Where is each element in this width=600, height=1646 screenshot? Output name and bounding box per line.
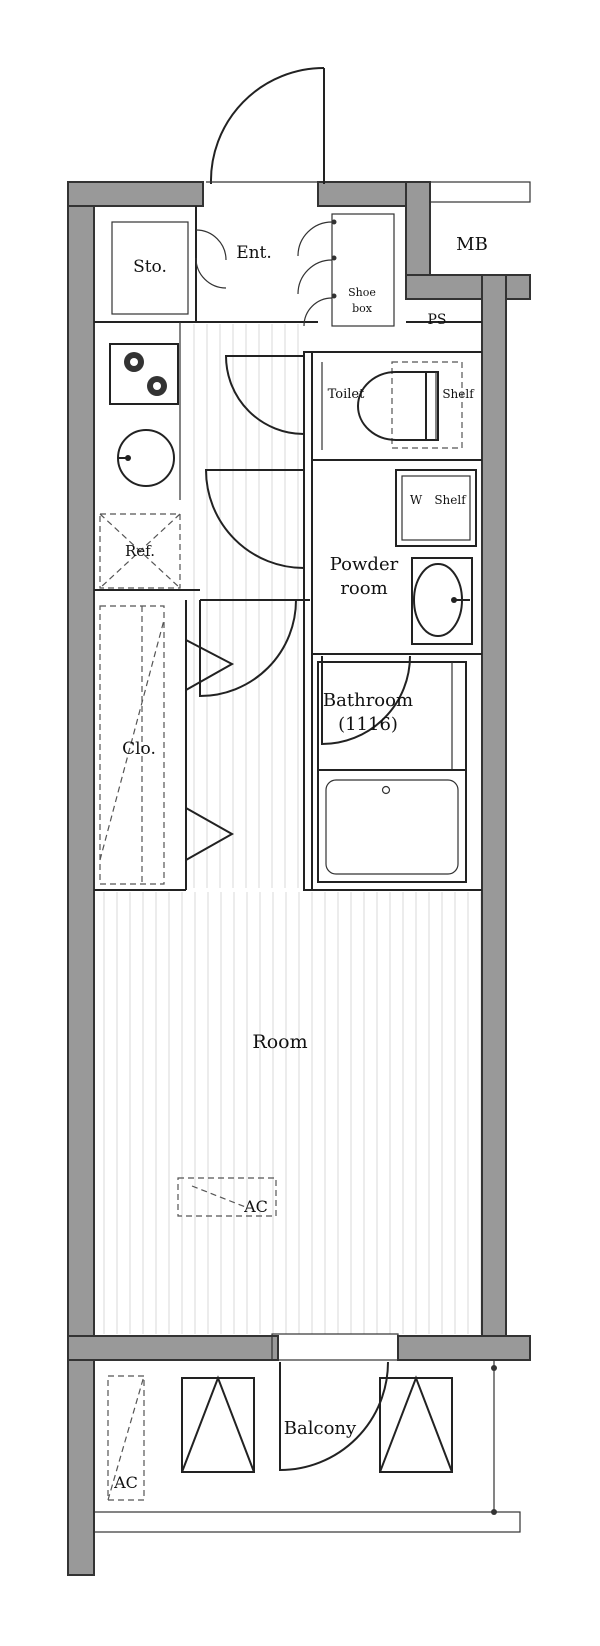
gas-stove — [109, 343, 179, 405]
burner-icon-1 — [124, 352, 144, 372]
label-wash-w: W — [410, 493, 423, 507]
mb-bottom-wall — [405, 274, 531, 300]
bath-drain — [381, 785, 391, 795]
mb-wall — [405, 181, 431, 285]
interior-partitions — [94, 206, 482, 891]
washbasin — [411, 557, 473, 645]
left-wall — [67, 181, 95, 1576]
label-ac-balcony: AC — [113, 1473, 138, 1492]
walls — [67, 181, 531, 1576]
room-labels: Sto. Ent. Shoe box MB PS Toilet Shelf W … — [113, 234, 488, 1492]
toilet — [321, 361, 463, 450]
burner-icon-2 — [147, 376, 167, 396]
label-entrance: Ent. — [236, 243, 272, 263]
label-shoe-box-2: box — [352, 302, 373, 315]
label-toilet: Toilet — [328, 387, 365, 402]
shoe-box — [297, 213, 395, 327]
room-ac — [177, 1177, 277, 1217]
label-closet: Clo. — [122, 739, 156, 759]
label-balcony: Balcony — [284, 1418, 357, 1439]
label-powder-room-1: Powder — [330, 554, 399, 575]
label-pipe-space: PS — [427, 312, 446, 328]
label-toilet-shelf: Shelf — [442, 387, 475, 401]
label-powder-room-2: room — [340, 578, 387, 599]
label-room: Room — [252, 1031, 307, 1053]
room-floor-boards — [103, 324, 482, 1334]
kitchen-counter — [109, 322, 181, 500]
bathroom — [317, 661, 467, 883]
closet — [99, 605, 235, 885]
storage — [111, 221, 227, 315]
washer-shelf — [395, 469, 477, 547]
outer-railings — [93, 181, 531, 1533]
refrigerator — [99, 513, 181, 589]
entrance-door[interactable] — [206, 67, 325, 185]
interior-doors[interactable] — [199, 355, 411, 1472]
balcony-wall-right — [397, 1335, 531, 1361]
label-ac-room: AC — [243, 1197, 268, 1216]
label-meter-box: MB — [456, 234, 488, 255]
right-wall — [481, 274, 507, 1361]
balcony-fixtures — [107, 1375, 453, 1501]
label-shoe-box-1: Shoe — [348, 286, 376, 299]
label-bathroom-2: (1116) — [338, 714, 398, 735]
label-wash-shelf: Shelf — [434, 493, 467, 507]
label-storage: Sto. — [133, 257, 167, 277]
wet-area-wall — [303, 351, 313, 891]
label-refrigerator: Ref. — [125, 542, 155, 560]
balcony-wall-left — [67, 1335, 279, 1361]
top-wall-left — [67, 181, 204, 207]
label-bathroom-1: Bathroom — [323, 690, 413, 711]
